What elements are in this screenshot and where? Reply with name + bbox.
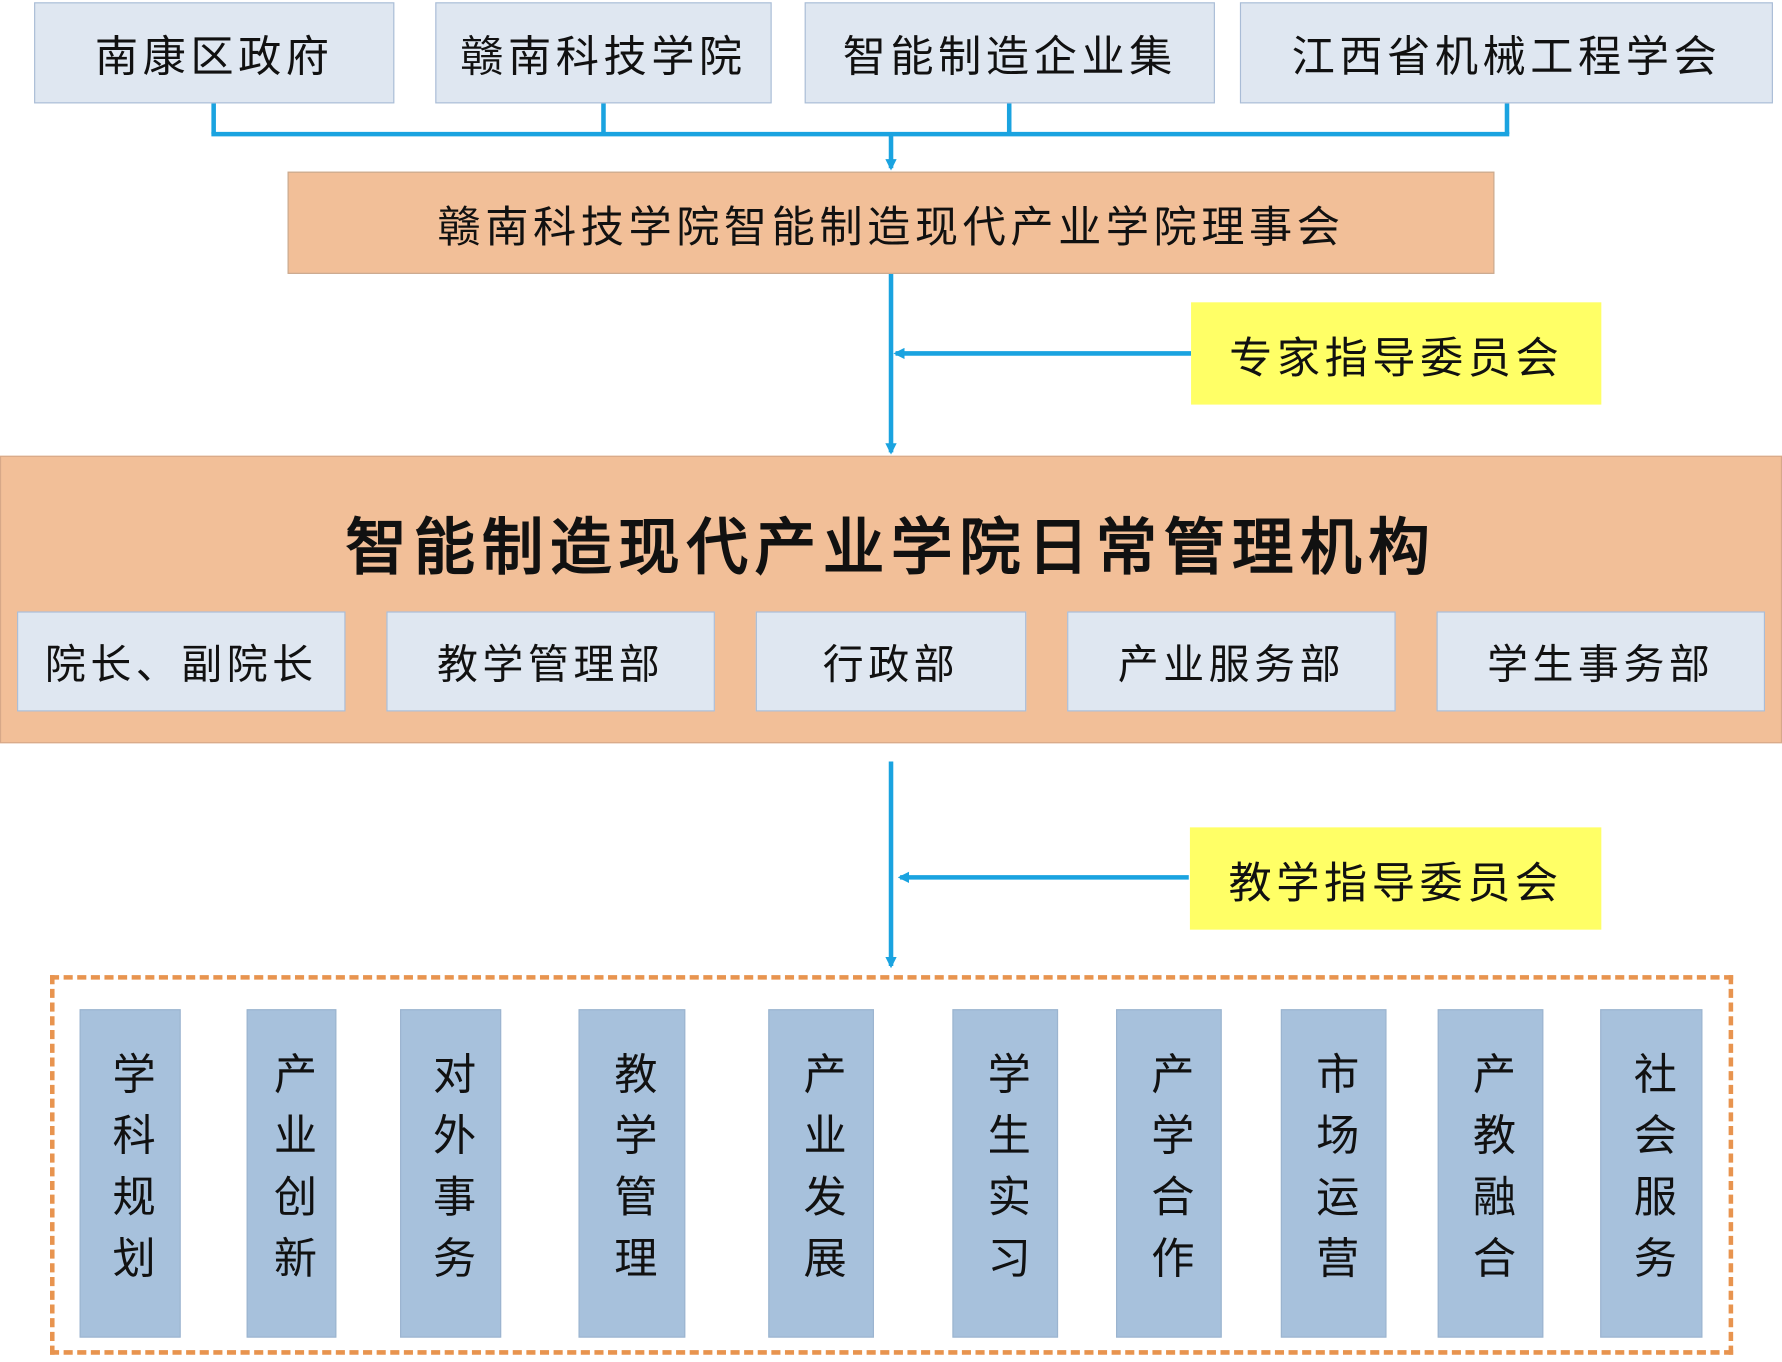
function-label: 市场运营 [1308, 1050, 1359, 1297]
function-label: 产教融合 [1465, 1050, 1516, 1297]
department-box: 行政部 [755, 611, 1027, 712]
expert-committee-box: 专家指导委员会 [1191, 302, 1602, 405]
source-box: 赣南科技学院 [435, 2, 772, 104]
function-label: 教学管理 [606, 1050, 657, 1297]
function-column: 市场运营 [1280, 1009, 1387, 1338]
teaching-committee-box: 教学指导委员会 [1189, 827, 1602, 930]
functions-group [50, 975, 1734, 1355]
function-column: 产业创新 [246, 1009, 337, 1338]
function-column: 社会服务 [1600, 1009, 1703, 1338]
function-label: 产业发展 [796, 1050, 847, 1297]
source-box: 南康区政府 [34, 2, 395, 104]
department-box: 院长、副院长 [17, 611, 346, 712]
function-label: 社会服务 [1626, 1050, 1677, 1297]
management-title: 智能制造现代产业学院日常管理机构 [345, 510, 1437, 584]
source-box: 智能制造企业集 [804, 2, 1215, 104]
function-label: 对外事务 [425, 1050, 476, 1297]
function-column: 对外事务 [400, 1009, 502, 1338]
function-column: 产业发展 [768, 1009, 874, 1338]
source-box: 江西省机械工程学会 [1239, 2, 1773, 104]
council-box: 赣南科技学院智能制造现代产业学院理事会 [287, 171, 1495, 274]
function-column: 产教融合 [1437, 1009, 1544, 1338]
function-column: 学生实习 [952, 1009, 1059, 1338]
function-column: 教学管理 [578, 1009, 686, 1338]
function-label: 学生实习 [980, 1050, 1031, 1297]
function-label: 学科规划 [105, 1050, 156, 1297]
function-column: 产学合作 [1116, 1009, 1222, 1338]
function-column: 学科规划 [79, 1009, 181, 1338]
department-box: 产业服务部 [1067, 611, 1396, 712]
function-label: 产学合作 [1143, 1050, 1194, 1297]
function-label: 产业创新 [266, 1050, 317, 1297]
department-box: 学生事务部 [1436, 611, 1765, 712]
department-box: 教学管理部 [386, 611, 715, 712]
